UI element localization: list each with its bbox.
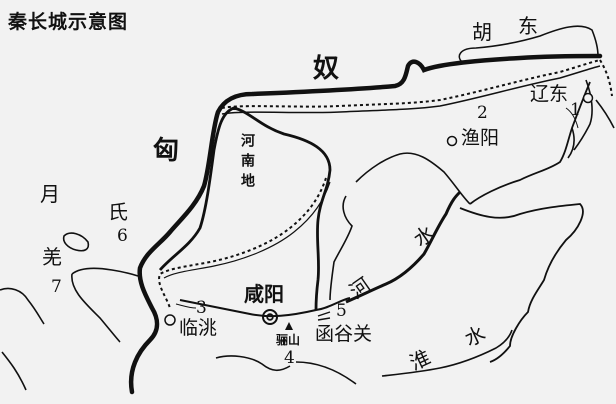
huai-river: [381, 329, 513, 377]
label-xianyang: 咸阳: [244, 282, 284, 306]
label-huaishui-2-text: 水: [460, 320, 490, 352]
qin-wall-line: [128, 53, 603, 395]
marker-number-5: 5: [336, 301, 347, 321]
marker-number-4: 4: [284, 348, 295, 368]
lintao-city-marker: [164, 314, 176, 326]
qinghai-lake: [62, 232, 90, 252]
label-hanguguan: 函谷关: [315, 323, 373, 345]
bottom-left-river: [1, 351, 27, 391]
yellow-river-lower: [345, 190, 462, 304]
qin-zhao-wall-crenels: [163, 181, 331, 279]
marker-number-7: 7: [51, 277, 62, 297]
label-huanghe-2: 水: [409, 220, 439, 251]
northern-tributary-2: [329, 195, 353, 301]
label-donghu-2: 东: [518, 14, 538, 38]
label-huaishui-1-text: 淮: [405, 344, 435, 376]
east-coastline: [469, 81, 591, 205]
shandong-coast: [459, 203, 584, 363]
label-yuezhi-1: 月: [40, 182, 60, 206]
label-yuyang: 渔阳: [461, 127, 500, 149]
marker-number-1: 1: [570, 100, 581, 120]
label-liaodong: 辽东: [530, 83, 569, 105]
northern-tributary: [355, 152, 471, 205]
label-henandi: 河南地: [239, 133, 255, 193]
yuyang-city-marker: [446, 135, 458, 147]
label-huanghe-2-text: 水: [408, 220, 440, 252]
label-lishan: 骊山: [276, 333, 301, 347]
label-qiang: 羌: [42, 245, 62, 269]
label-huaishui-1: 淮: [406, 345, 434, 375]
hanguguan-pass-icon: [317, 311, 331, 321]
western-river: [71, 267, 139, 343]
southwest-river: [0, 287, 45, 325]
label-huanghe-1-text: 河: [344, 272, 376, 304]
label-huaishui-2: 水: [461, 321, 489, 351]
donghu-boundary: [458, 25, 599, 63]
qin-zhao-wall: [158, 177, 327, 309]
marker-number-2: 2: [477, 103, 488, 123]
yan-zhao-wall-crenels: [221, 65, 601, 115]
yan-zhao-wall: [221, 59, 601, 109]
leader-1: [565, 107, 579, 129]
label-donghu-1: 胡: [472, 20, 492, 44]
liaodong-city-marker: [582, 92, 594, 104]
label-huanghe-1: 河: [345, 272, 375, 303]
label-yuezhi-2: 氏: [108, 200, 128, 224]
marker-number-3: 3: [196, 298, 207, 318]
label-xiongnu-1: 匈: [153, 136, 180, 166]
yellow-river-loop: [158, 106, 332, 311]
label-xiongnu-2: 奴: [313, 54, 340, 84]
map-title: 秦长城示意图: [8, 11, 129, 33]
liaodong-wall-crenels: [599, 59, 613, 97]
xianyang-capital-marker: [262, 309, 278, 325]
han-river: [215, 355, 357, 385]
xianyang-capital-dot: [266, 313, 274, 321]
leader-3: [175, 303, 197, 309]
marker-number-6: 6: [117, 226, 128, 246]
lishan-mountain-icon: [285, 322, 293, 330]
label-lintao: 临洮: [179, 317, 218, 339]
